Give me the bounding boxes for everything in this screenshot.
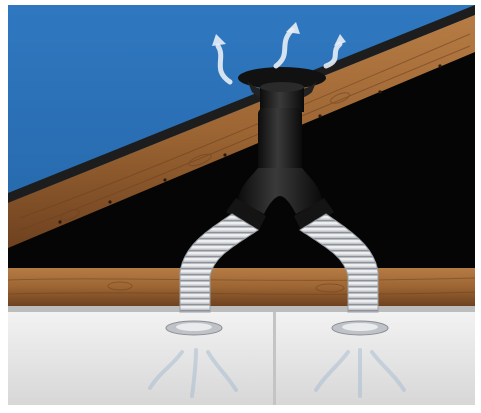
ceiling-vent-grille-right [332,321,388,335]
ceiling-edge [8,306,475,312]
ceiling-vent-grille-left [166,321,222,335]
ceiling-seam [273,312,276,405]
ceiling-joist [8,268,475,306]
